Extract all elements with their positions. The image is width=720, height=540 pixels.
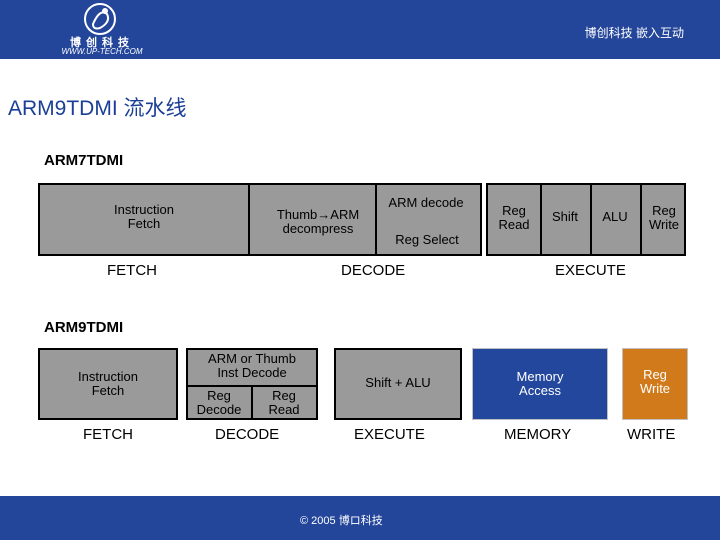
arm9-memory-access-label: Memory Access (516, 369, 564, 398)
footer-bar (0, 496, 720, 540)
header-slogan: 博创科技 嵌入互动 (584, 26, 684, 40)
arm9-write-box (622, 348, 688, 420)
arm7-execute-divider-3 (640, 183, 642, 256)
company-logo-icon (84, 3, 116, 35)
arm9-stage-write: WRITE (627, 426, 676, 443)
arm9-reg-read-label: Reg Read (268, 388, 300, 417)
arm9-stage-memory: MEMORY (504, 426, 572, 443)
arm7-decode-box (248, 183, 482, 256)
arm9-stage-decode: DECODE (215, 426, 280, 443)
arm9-inst-decode-label: ARM or Thumb Inst Decode (208, 351, 296, 380)
arm7-execute-divider-1 (540, 183, 542, 256)
arm7-arm-decode-label: ARM decode (388, 195, 464, 210)
arm7-stage-decode: DECODE (341, 262, 406, 279)
arm9-execute-box (334, 348, 462, 420)
arm7-shift-label: Shift (551, 209, 578, 224)
arm9-decode-vdivider (251, 385, 253, 420)
arm7-stage-execute: EXECUTE (555, 262, 626, 279)
arm7-reg-select-label: Reg Select (395, 232, 459, 247)
arm9-stage-fetch: FETCH (83, 426, 133, 443)
arm7-fetch-box (38, 183, 250, 256)
arm7-fetch-label: Instruction Fetch (114, 202, 174, 231)
arm9-fetch-box (38, 348, 178, 420)
arm7-stage-fetch: FETCH (107, 262, 157, 279)
arm9-fetch-label: Instruction Fetch (78, 369, 138, 398)
arm7-heading: ARM7TDMI (44, 152, 124, 169)
arm9-memory-box (472, 348, 608, 420)
arm7-reg-write-label: Reg Write (648, 203, 680, 232)
slide-title: ARM9TDMI 流水线 (8, 97, 187, 120)
arm9-reg-decode-label: Reg Decode (196, 388, 242, 417)
header-bar (0, 0, 720, 59)
arm9-stage-execute: EXECUTE (354, 426, 425, 443)
arm9-shift-alu-label: Shift + ALU (365, 375, 431, 390)
arm9-heading: ARM9TDMI (44, 319, 124, 336)
arm7-reg-read-label: Reg Read (498, 203, 530, 232)
arm9-reg-write-label: Reg Write (639, 367, 671, 396)
arm7-decode-divider (375, 183, 377, 256)
arm7-execute-box (486, 183, 686, 256)
arm7-alu-label: ALU (602, 209, 628, 224)
logo-text: 博创科技 (70, 37, 134, 49)
arm7-execute-divider-2 (590, 183, 592, 256)
arm7-thumb-decompress-label: Thumb→ARM decompress (276, 207, 360, 236)
logo-url: WWW.UP-TECH.COM (61, 47, 143, 56)
copyright-text: © 2005 博ロ科技 (300, 515, 383, 527)
